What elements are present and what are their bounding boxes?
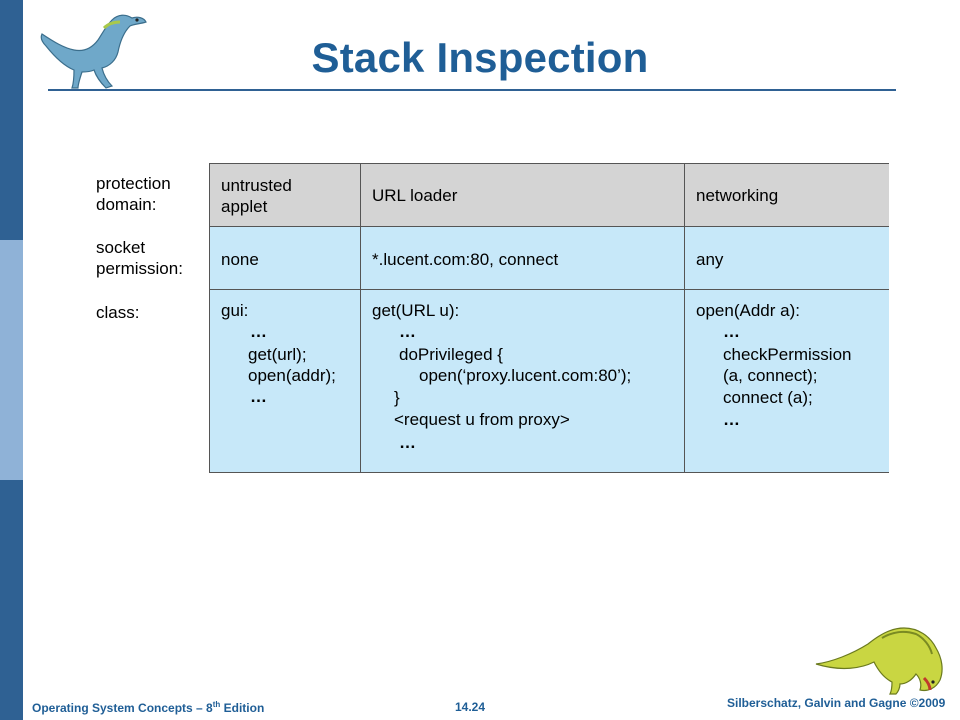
footer-edition-sup: th: [212, 700, 221, 709]
class-cell-url-loader: get(URL u): … doPrivileged { open(‘proxy…: [361, 290, 685, 472]
code-line: <request u from proxy>: [394, 410, 570, 429]
code-ellipsis: …: [723, 410, 743, 429]
permission-cell-networking: any: [685, 227, 889, 290]
code-line: open(Addr a):: [696, 301, 800, 320]
permission-cell-applet: none: [210, 227, 361, 290]
code-ellipsis: …: [399, 433, 419, 452]
header-text: untrusted applet: [221, 176, 292, 216]
code-ellipsis: …: [723, 322, 743, 341]
row-label-protection-domain: protection domain:: [96, 173, 171, 215]
header-cell-networking: networking: [685, 164, 889, 227]
permission-text: *.lucent.com:80, connect: [372, 250, 559, 269]
code-line: gui:: [221, 301, 249, 320]
code-line: connect (a);: [723, 388, 813, 407]
code-line: get(url);: [248, 345, 307, 364]
slide-title: Stack Inspection: [311, 34, 649, 81]
footer-page-number: 14.24: [455, 700, 486, 714]
code-line: (a, connect);: [723, 366, 818, 385]
code-line: doPrivileged {: [399, 345, 503, 364]
class-cell-applet: gui: … get(url); open(addr); …: [210, 290, 361, 472]
row-label-socket-permission: socket permission:: [96, 237, 183, 279]
code-line: open(‘proxy.lucent.com:80’);: [419, 366, 632, 385]
code-line: }: [394, 388, 400, 407]
header-text: URL loader: [372, 186, 458, 205]
permission-text: none: [221, 250, 259, 269]
code-ellipsis: …: [250, 387, 270, 406]
footer-authors: Silberschatz, Galvin and Gagne ©2009: [727, 696, 946, 710]
row-label-line: permission:: [96, 259, 183, 278]
title-underline: [48, 89, 896, 91]
row-label-line: domain:: [96, 195, 157, 214]
class-cell-networking: open(Addr a): … checkPermission (a, conn…: [685, 290, 889, 472]
code-ellipsis: …: [250, 322, 270, 341]
code-line: get(URL u):: [372, 301, 460, 320]
stack-inspection-table: untrusted applet URL loader networking n…: [209, 163, 889, 473]
left-accent-stripe-light: [0, 240, 23, 480]
code-line: open(addr);: [248, 366, 336, 385]
footer-book-title-text: Operating System Concepts – 8: [32, 701, 213, 715]
row-label-line: socket: [96, 238, 146, 257]
row-label-line: protection: [96, 174, 171, 193]
header-cell-untrusted-applet: untrusted applet: [210, 164, 361, 227]
permission-text: any: [696, 250, 724, 269]
header-text: networking: [696, 186, 779, 205]
header-cell-url-loader: URL loader: [361, 164, 685, 227]
permission-cell-url-loader: *.lucent.com:80, connect: [361, 227, 685, 290]
code-line: checkPermission: [723, 345, 852, 364]
left-accent-stripe: [0, 0, 23, 720]
footer-edition-text: Edition: [220, 701, 265, 715]
footer-book-title: Operating System Concepts – 8th Edition: [32, 700, 264, 715]
row-label-class: class:: [96, 303, 140, 322]
dinosaur-logo-bottom: [815, 627, 943, 695]
code-ellipsis: …: [399, 322, 419, 341]
dinosaur-logo-top: [40, 14, 147, 89]
